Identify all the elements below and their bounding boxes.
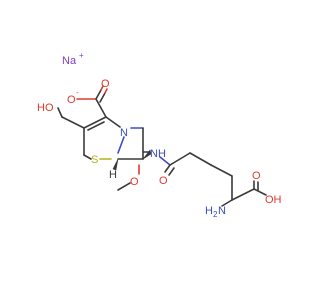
amide-oxygen: O xyxy=(159,175,168,187)
amino-hydrogen: H xyxy=(205,205,213,217)
amino-nitrogen: N xyxy=(218,205,226,217)
bond-c2-carboxyl xyxy=(95,98,107,118)
carboxylate-anion-charge: - xyxy=(76,88,79,97)
carboxylate-o-carbonyl: O xyxy=(101,78,110,90)
bond-chain-2-3 xyxy=(210,164,233,177)
bond-alpha-n xyxy=(221,199,233,207)
bond-layer xyxy=(57,85,267,207)
methoxy-oxygen: O xyxy=(130,176,139,188)
bond-c3-ch2 xyxy=(61,116,85,129)
wedge-c7-nh xyxy=(142,149,152,160)
amino-subscript: 2 xyxy=(213,210,218,219)
cephalosporin-sodium-structure: Na + O - O HO N S H O N H O H 2 N O OH xyxy=(37,51,282,219)
bond-carboxyl-o-double-a xyxy=(95,89,102,100)
amide-nitrogen: N xyxy=(150,148,158,160)
bond-carboxyl-o-double-a-red xyxy=(100,85,104,91)
bond-n1-c6 xyxy=(117,136,125,154)
atom-label-layer: Na + O - O HO N S H O N H O H 2 N O OH xyxy=(37,51,282,219)
acid-hydroxyl: OH xyxy=(265,194,282,206)
bond-c2-c3-double-inner xyxy=(87,121,105,131)
ring-nitrogen: N xyxy=(120,127,128,139)
wedge-c6-h xyxy=(112,158,119,171)
bond-ch2-oh xyxy=(57,107,63,118)
bond-nh-carbonyl xyxy=(159,156,171,166)
bond-carbonyl-o-double-a xyxy=(164,164,171,173)
bond-carboxyl-o-double-b-red xyxy=(104,88,108,94)
bond-c2-n1 xyxy=(105,116,121,128)
ring-sulfur: S xyxy=(91,154,98,166)
bond-c2-c3-double xyxy=(83,116,107,129)
amide-hydrogen: H xyxy=(158,148,166,160)
stereo-hydrogen: H xyxy=(109,169,117,181)
bond-alpha-cooh xyxy=(231,188,255,201)
bond-cooh-oh xyxy=(253,188,267,196)
bond-c4-s xyxy=(83,154,92,160)
bond-carboxyl-o-double-b xyxy=(99,92,106,103)
bond-o-ch3 xyxy=(117,182,131,191)
acid-carbonyl-oxygen: O xyxy=(252,170,261,182)
bond-chain-1-2 xyxy=(189,152,212,166)
sodium-symbol: Na xyxy=(62,55,77,67)
bond-carbonyl-o-double-b xyxy=(168,167,175,176)
bond-carbonyl-chain-1 xyxy=(169,152,191,166)
carboxylate-o-anion: O xyxy=(67,94,76,106)
sodium-charge: + xyxy=(79,51,84,60)
hydroxyl-label: HO xyxy=(37,102,54,114)
